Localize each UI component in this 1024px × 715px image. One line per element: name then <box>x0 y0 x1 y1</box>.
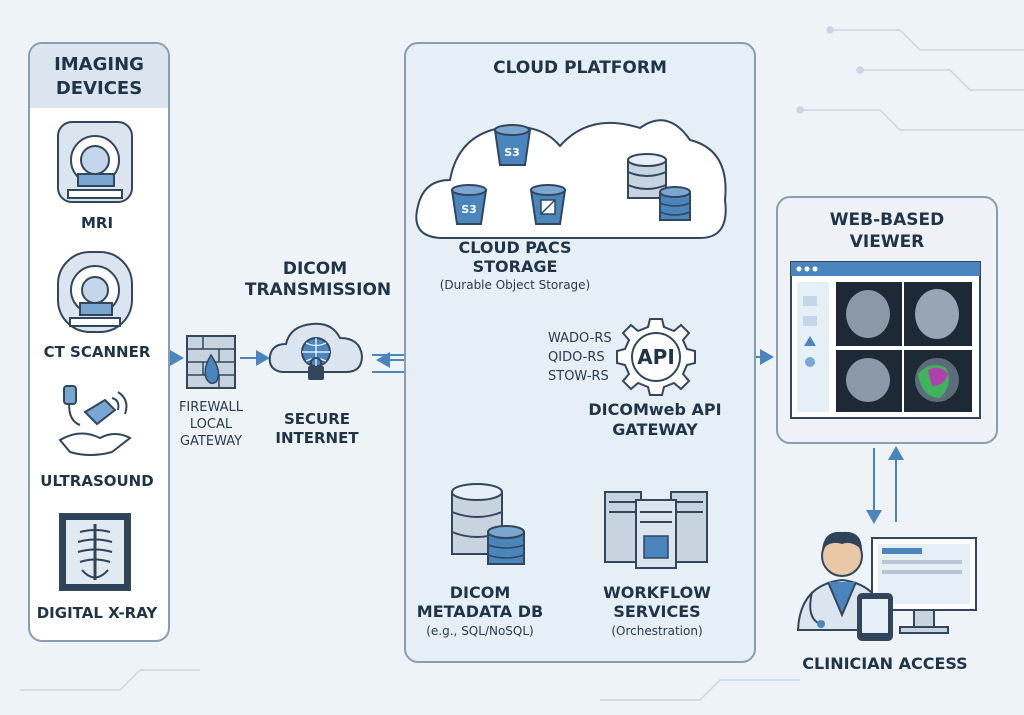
api-badge: API <box>637 345 675 369</box>
firewall-label-3: GATEWAY <box>179 434 243 449</box>
storage-label-2: STORAGE <box>472 257 558 276</box>
endpoint-qido: QIDO-RS <box>548 350 605 365</box>
device-label-ultrasound: ULTRASOUND <box>40 472 154 490</box>
device-label-mri: MRI <box>80 214 114 232</box>
storage-sublabel: (Durable Object Storage) <box>439 278 591 292</box>
bucket-label-top: S3 <box>504 146 520 159</box>
endpoint-stow: STOW-RS <box>548 369 609 384</box>
metadata-db-sublabel: (e.g., SQL/NoSQL) <box>426 624 534 638</box>
workflow-label-2: SERVICES <box>613 602 701 621</box>
imaging-devices-header <box>30 44 168 108</box>
cloud-platform-title: CLOUD PLATFORM <box>493 58 667 78</box>
workflow-sublabel: (Orchestration) <box>611 624 703 638</box>
api-gateway-label-2: GATEWAY <box>612 420 698 439</box>
bucket-label-left: S3 <box>461 203 477 216</box>
metadata-db-label-2: METADATA DB <box>416 602 544 621</box>
device-label-ct: CT SCANNER <box>43 343 151 361</box>
metadata-db-label-1: DICOM <box>449 583 511 602</box>
api-gateway-label-1: DICOMweb API <box>588 400 722 419</box>
viewer-title-2: VIEWER <box>849 232 925 252</box>
firewall-label-1: FIREWALL <box>178 400 244 415</box>
firewall-label-2: LOCAL <box>189 417 233 432</box>
storage-label-1: CLOUD PACS <box>458 238 572 257</box>
endpoint-wado: WADO-RS <box>548 331 612 346</box>
secure-internet-label-1: SECURE <box>283 410 351 428</box>
imaging-devices-title-1: IMAGING <box>54 54 144 75</box>
transmission-title-2: TRANSMISSION <box>244 280 392 300</box>
viewer-title-1: WEB-BASED <box>829 210 945 230</box>
secure-internet-label-2: INTERNET <box>275 429 359 447</box>
circuit-decoration <box>20 26 1024 701</box>
device-label-xray: DIGITAL X-RAY <box>36 604 158 622</box>
clinician-access-label: CLINICIAN ACCESS <box>802 654 968 673</box>
workflow-label-1: WORKFLOW <box>603 583 711 602</box>
transmission-title-1: DICOM <box>282 259 348 279</box>
imaging-devices-title-2: DEVICES <box>55 78 143 99</box>
